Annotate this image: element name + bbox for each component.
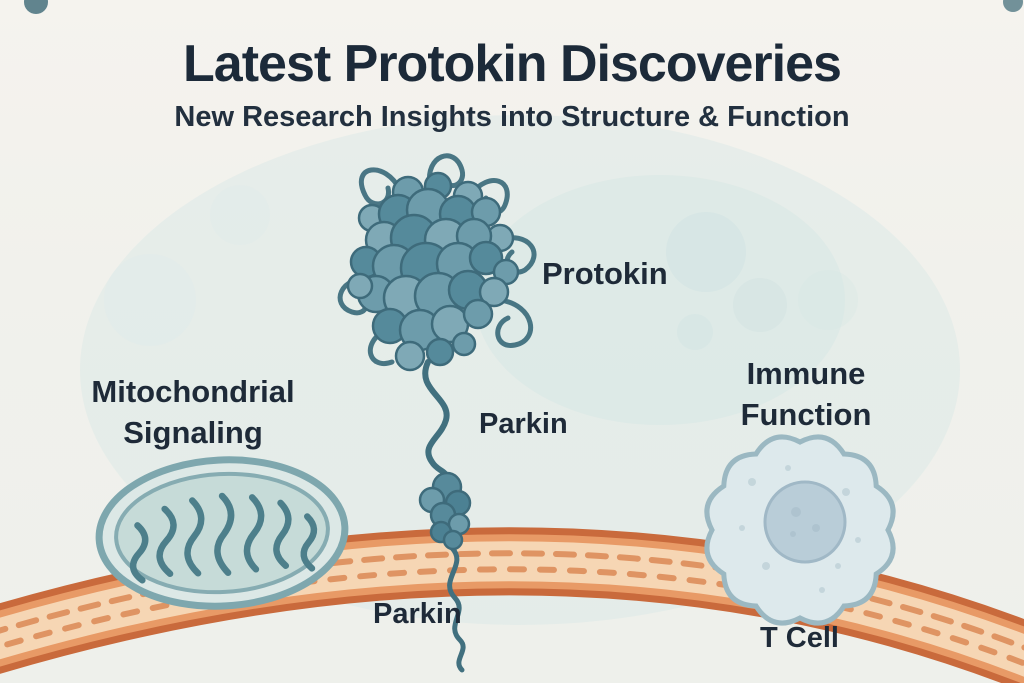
mitochondrion-illustration bbox=[95, 456, 349, 610]
parkin-membrane-cluster bbox=[418, 471, 472, 551]
protokin-label: Protokin bbox=[542, 256, 668, 291]
immune-function-label: Immune Function bbox=[686, 354, 926, 436]
t-cell-label: T Cell bbox=[760, 622, 839, 654]
parkin-chain-illustration bbox=[422, 359, 466, 673]
immune-label-line2: Function bbox=[740, 396, 872, 432]
page-title: Latest Protokin Discoveries bbox=[183, 35, 842, 93]
nucleus-spots bbox=[790, 507, 820, 537]
cell-speckles bbox=[739, 465, 861, 593]
mitochondrial-label-line2: Signaling bbox=[123, 414, 263, 450]
cell-nucleus bbox=[763, 480, 847, 564]
immune-label-line1: Immune bbox=[746, 356, 866, 391]
membrane-illustration bbox=[0, 527, 1024, 683]
page-subtitle: New Research Insights into Structure & F… bbox=[174, 101, 850, 133]
parkin-lower-label: Parkin bbox=[373, 598, 462, 630]
parkin-upper-label: Parkin bbox=[479, 408, 568, 440]
cristae-lines bbox=[129, 492, 318, 584]
protokin-protein-illustration bbox=[337, 153, 537, 372]
protein-globules bbox=[346, 171, 520, 372]
t-cell-illustration bbox=[704, 434, 896, 626]
mitochondrial-signaling-label: Mitochondrial Signaling bbox=[28, 372, 358, 454]
mitochondrial-label-line1: Mitochondrial bbox=[91, 374, 295, 409]
